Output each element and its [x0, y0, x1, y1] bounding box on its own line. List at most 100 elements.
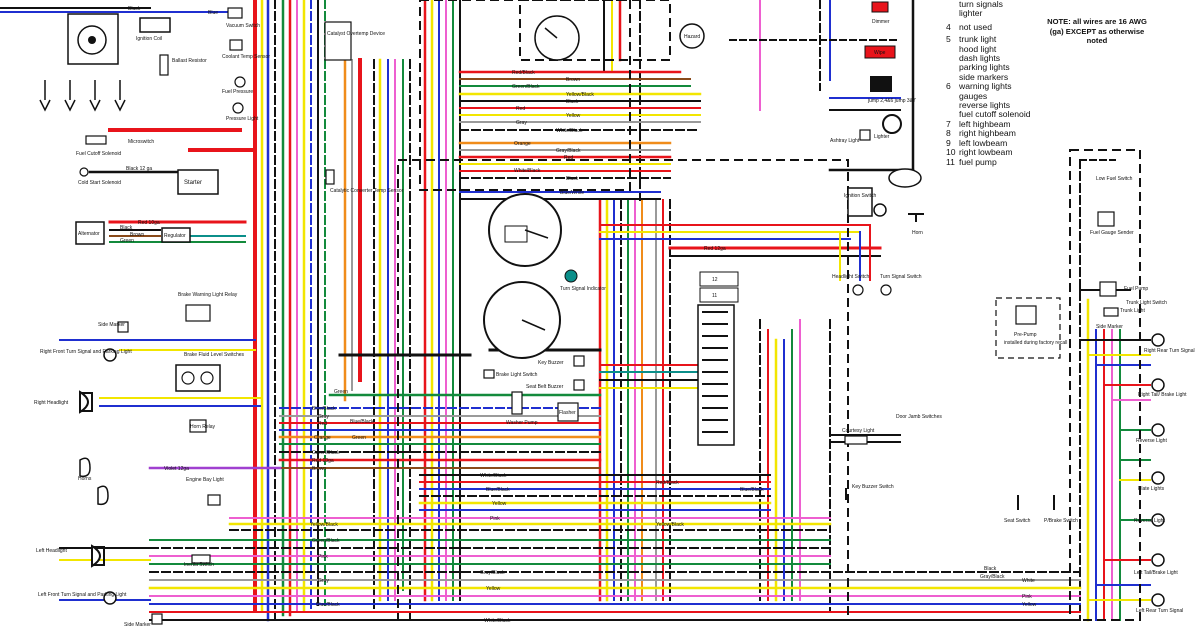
cold-start-solenoid-label: Cold Start Solenoid	[78, 180, 121, 186]
courtesy-light-label: Courtesy Light	[842, 428, 875, 434]
wire-label-gray-1: Gray	[516, 120, 527, 126]
wire-label-pink-2: Pink	[318, 554, 328, 560]
hazard-switch: Hazard	[679, 23, 705, 49]
speedometer	[488, 193, 562, 267]
wire-label-blue-white: Blue/White	[560, 190, 584, 196]
dimmer-label: Dimmer	[872, 19, 890, 25]
wire-red-10ga: Red 10ga	[138, 220, 160, 226]
legend-text: reverse lights	[959, 100, 1011, 111]
key-buzzer-switch: Key Buzzer Switch	[845, 484, 894, 500]
key-switch-element	[888, 168, 922, 188]
wire-label-white-black: White/Black	[556, 128, 583, 134]
wire-label-blue-black-3: Blue/Black	[486, 487, 510, 493]
right-rear-lamps: Right Rear Turn Signal Right Tail/ Brake…	[1134, 333, 1195, 614]
pre-pump-note: installed during factory recall	[1004, 340, 1067, 346]
low-fuel-switch: Low Fuel Switch	[1096, 176, 1133, 182]
alternator-label: Alternator	[78, 231, 100, 237]
key-buzzer-label: Key Buzzer	[538, 360, 564, 366]
headlight-switch: Headlight Switch	[832, 274, 869, 296]
legend-row: side markers	[946, 71, 1066, 82]
trunk-light-switch-label: Trunk Light Switch	[1126, 300, 1167, 306]
legend-text: left lowbeam	[959, 137, 1008, 148]
wire-label-red-black-2: Red/Black	[656, 480, 679, 486]
pressure-light: Pressure Light	[226, 102, 259, 122]
wire-label-red-3: Red	[318, 421, 327, 427]
ashtray-light: Ashtray Light	[830, 129, 871, 144]
wire-gauge-note: NOTE: all wires are 16 AWG (ga) EXCEPT a…	[1022, 17, 1172, 46]
left-front-turn-signal: Left Front Turn Signal and Parking Light	[38, 591, 127, 605]
tachometer	[483, 281, 561, 359]
catalyst-overtemp-device: Catalyst Overtemp Device	[324, 21, 385, 61]
ignition-switch: Ignition Switch	[844, 187, 887, 217]
regulator: Regulator	[161, 227, 191, 243]
brake-fluid-level-switches: Brake Fluid Level Switches	[175, 352, 245, 392]
wire-label-green-black: Green/Black	[512, 84, 540, 90]
left-headlight: Left Headlight	[36, 544, 105, 568]
trunk-light-label: Trunk Light	[1120, 308, 1145, 314]
wire-label-black-top: Black	[128, 6, 141, 12]
wire-label-black-rear: Black	[984, 566, 997, 572]
courtesy-light: Courtesy Light	[842, 428, 875, 445]
wire-label-orange: Orange	[514, 141, 531, 147]
pre-pump: Pre-Pump installed during factory recall	[995, 297, 1067, 359]
distributor	[39, 13, 126, 112]
legend-number	[946, 54, 959, 63]
legend-text: parking lights	[959, 62, 1010, 73]
legend-row: dash lights	[946, 53, 1066, 63]
ballast-resistor: Ballast Resistor	[159, 54, 207, 76]
legend-text: side markers	[959, 71, 1009, 82]
fuse-block: 12 11	[697, 271, 739, 446]
jump-note-label: jump 2,4&6 jump 3&7	[867, 98, 916, 104]
trunk-light: Trunk Light Trunk Light Switch	[1103, 300, 1167, 317]
legend-text: warning lights	[959, 81, 1012, 92]
right-headlight: Right Headlight	[34, 390, 93, 414]
legend-row: gauges	[946, 91, 1066, 101]
washer-pump: Washer Pump	[506, 391, 538, 426]
wire-label-green-2: Green	[352, 435, 366, 441]
legend-number	[946, 92, 959, 101]
engine-bay-light-label: Engine Bay Light	[186, 477, 224, 483]
key-buzzer-switch-label: Key Buzzer Switch	[852, 484, 894, 490]
turn-signal-indicator: Turn Signal Indicator	[560, 269, 606, 292]
flasher-label: Flasher	[559, 410, 576, 416]
inertia-switch-label: Inertia Switch	[184, 562, 214, 568]
turn-signal-switch-label: Turn Signal Switch	[880, 274, 922, 280]
fuse-12-label: 12	[712, 277, 718, 283]
wire-label-gray-black-2: Gray/Black	[480, 570, 505, 576]
note-line-1: NOTE: all wires are 16 AWG	[1047, 17, 1147, 26]
wire-label-red-1: Red	[516, 106, 525, 112]
wire-label-yellow-black-3: Yellow/Black	[656, 522, 684, 528]
wire-label-pink-1: Pink	[490, 516, 500, 522]
wire-label-red-12ga: Red 12ga	[704, 246, 726, 252]
p-brake-switch-label: P/Brake Switch	[1044, 518, 1078, 524]
wire-label-red-2: Red	[564, 155, 573, 161]
lighter: Lighter	[874, 114, 902, 140]
wire-label-white-black-4: White/Black	[484, 618, 511, 624]
wire-label-green-black-2: Green/Black	[312, 450, 340, 456]
ignition-coil: Ignition Coil	[136, 17, 171, 42]
wire-label-black-2: Black	[566, 176, 579, 182]
note-line-3: noted	[1086, 36, 1108, 46]
right-rear-turn-label: Right Rear Turn Signal	[1144, 348, 1195, 354]
catalytic-converter-temp-sensor: Catalytic Converter Temp Sensor	[325, 169, 404, 194]
dimmer-switch: Dimmer	[871, 1, 890, 25]
left-front-turn-label: Left Front Turn Signal and Parking Light	[38, 592, 127, 598]
left-rear-turn-label: Left Rear Turn Signal	[1136, 608, 1183, 614]
wire-label-yellow-2: Yellow	[492, 501, 507, 507]
jump-block: jump 2,4&6 jump 3&7	[867, 76, 916, 104]
washer-pump-label: Washer Pump	[506, 420, 538, 426]
legend-continued-1: turn signals	[959, 0, 1003, 9]
microswitch-label: Microswitch	[128, 139, 154, 145]
legend-number: 5	[946, 34, 951, 45]
legend-text: hood light	[959, 43, 997, 54]
legend-number	[946, 63, 959, 72]
wire-label-white-black-3: White/Black	[480, 473, 507, 479]
wire-label-red-black: Red/Black	[512, 70, 535, 76]
side-marker-label: Side Marker	[98, 322, 125, 328]
note-line-2: (ga) EXCEPT as otherwise	[1049, 26, 1145, 36]
